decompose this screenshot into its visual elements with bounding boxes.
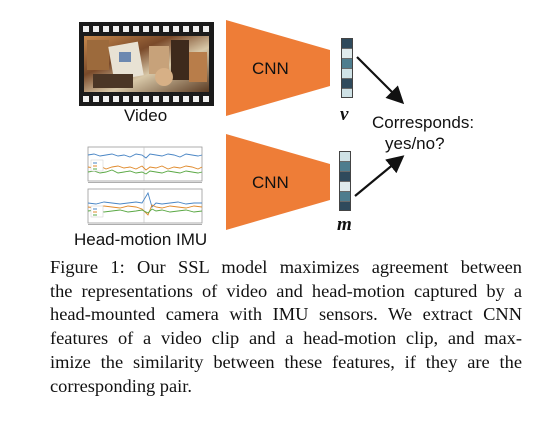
imu-plot-image xyxy=(80,143,205,231)
caption-line: imize the similarity between these featu… xyxy=(50,351,522,372)
cnn-top-label: CNN xyxy=(252,59,289,78)
video-label: Video xyxy=(124,106,168,125)
feature-vector-m xyxy=(339,151,351,211)
caption-line: the representations of video and head-mo… xyxy=(50,280,522,301)
caption-line: corresponding pair. xyxy=(50,375,192,396)
arrow-m-to-corresponds xyxy=(353,150,413,200)
feature-vector-v xyxy=(341,38,353,98)
caption-line: Figure 1: Our SSL model maximizes agreem… xyxy=(50,257,522,277)
imu-label: Head-motion IMU xyxy=(74,230,208,249)
video-filmstrip-image xyxy=(79,22,214,106)
m-symbol: m xyxy=(337,214,352,235)
cnn-top-block xyxy=(226,20,330,116)
figure: Video xyxy=(74,20,475,249)
caption-line: features of a video clip and a head-moti… xyxy=(50,328,522,349)
cnn-bottom-block xyxy=(226,134,330,230)
figure-caption: Figure 1: Our SSL model maximizes agreem… xyxy=(50,256,522,398)
arrow-v-to-corresponds xyxy=(355,55,415,115)
corresponds-line2: yes/no? xyxy=(385,134,445,153)
v-symbol: v xyxy=(340,104,349,125)
cnn-bottom-label: CNN xyxy=(252,173,289,192)
caption-line: head-mounted camera with IMU sensors. We… xyxy=(50,304,522,325)
corresponds-line1: Corresponds: xyxy=(372,113,475,132)
